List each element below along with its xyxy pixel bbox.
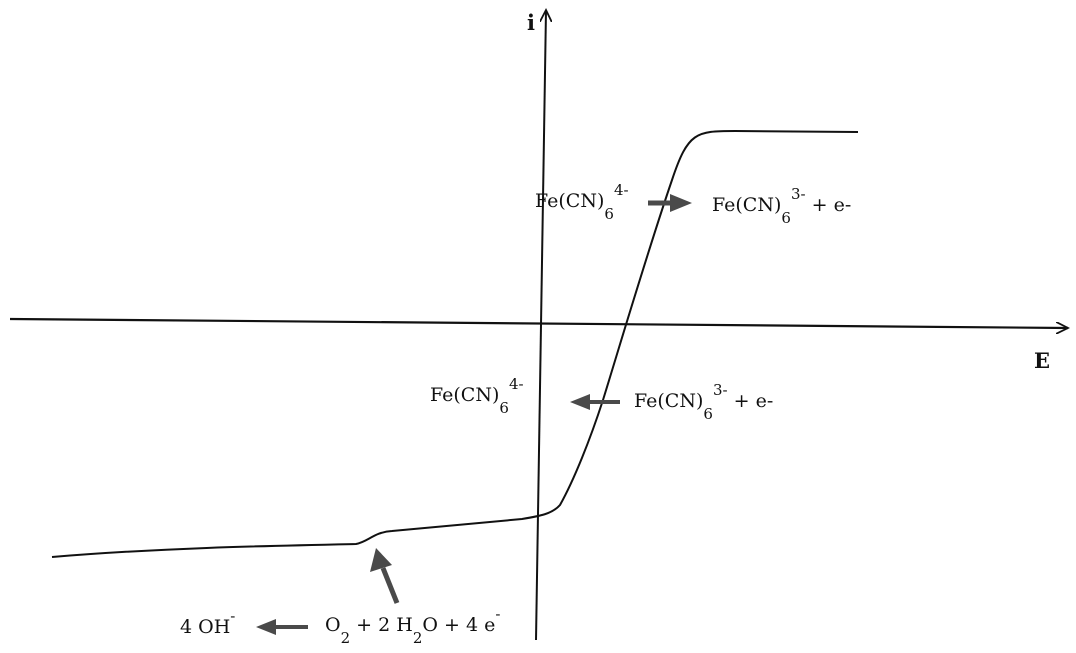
anodic-arrow	[648, 194, 692, 212]
oxygen-onset-pointer	[370, 548, 400, 604]
current-potential-curve	[51, 129, 859, 558]
cathodic-product-label: Fe(CN)64-	[430, 375, 524, 417]
anodic-reactant-label: Fe(CN)64-	[535, 181, 629, 223]
anodic-product-label: Fe(CN)63- + e-	[712, 185, 852, 227]
y-axis-label: i	[527, 10, 535, 35]
hydroxide-label: 4 OH-	[180, 607, 236, 638]
cathodic-arrow	[570, 394, 620, 410]
x-axis	[9, 317, 1068, 328]
oxygen-reduction-arrow	[256, 619, 308, 635]
cathodic-reactant-label: Fe(CN)63- + e-	[634, 381, 774, 423]
oxygen-reduction-label: O2 + 2 H2O + 4 e-	[325, 605, 501, 647]
x-axis-label: E	[1034, 348, 1051, 373]
y-axis	[535, 10, 546, 641]
